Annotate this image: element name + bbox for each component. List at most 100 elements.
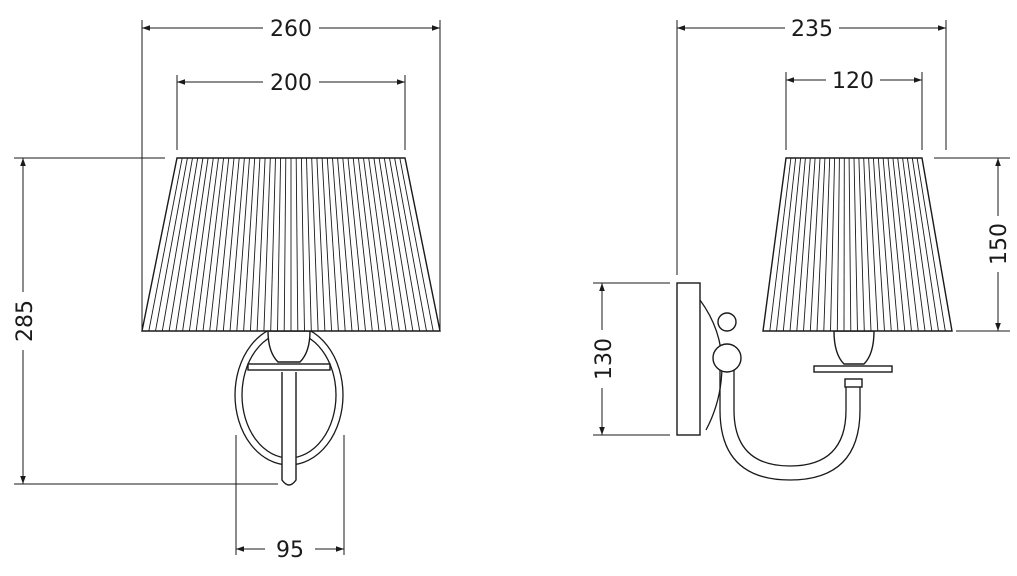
side-view: 235 120 150 130 [592,17,1012,481]
front-shade-pleat [243,157,256,332]
side-dim-depth: 235 [676,17,947,275]
front-shade-pleat [368,157,394,332]
side-shade-pleat [897,157,919,332]
side-shade-pleat [882,157,899,332]
side-shade-pleat [809,157,821,332]
side-dim-plate-height: 130 [592,282,670,436]
side-shade-pleat [868,157,879,332]
front-shade-pleat [342,157,360,332]
side-shade-pleat [916,157,946,332]
front-shade-pleat [236,157,250,332]
front-shade-pleat [399,157,434,332]
front-shade-pleat [155,157,188,332]
side-shade-pleat [892,157,912,332]
front-dim-height-label: 285 [13,300,38,342]
side-arm-collar [844,378,863,388]
front-shade-pleat [161,157,193,332]
side-shade-pleat [902,157,926,332]
front-shade-pleat [300,157,305,332]
side-dim-shade-top-label: 120 [832,69,874,94]
front-shade-pleat [363,157,387,332]
side-shade-pleat [877,157,892,332]
side-shade-pleat [816,157,826,332]
side-shade-pleat [848,157,852,332]
front-dim-total-width: 260 [141,17,441,331]
front-dim-shade-top: 200 [176,71,406,150]
side-shade-pleat [906,157,933,332]
front-shade-pleat [316,157,326,332]
front-shade-pleat [216,157,235,332]
side-shade-pleat [911,157,939,332]
side-dim-depth-label: 235 [791,17,833,42]
side-knob-lower [712,343,742,373]
front-dim-total-width-label: 260 [270,17,312,42]
front-shade-pleat [394,157,427,332]
front-shade-pleat [168,157,199,332]
front-shade-pleat [256,157,266,332]
side-shade-pleat [887,157,906,332]
front-shade-pleat [326,157,339,332]
side-dim-plate-height-label: 130 [592,338,617,380]
side-shade-pleat [803,157,816,332]
front-shade-pleat [306,157,312,332]
side-dim-shade-height-label: 150 [987,223,1012,265]
front-dim-base: 95 [235,435,345,563]
front-stem [281,372,297,486]
side-shade-pleat [796,157,811,332]
front-shade-pleat [188,157,214,332]
front-shade-pleat [357,157,380,332]
front-dim-base-label: 95 [276,538,304,563]
side-dim-shade-height: 150 [934,157,1012,332]
front-shade-pleat [378,157,407,332]
front-shade-pleat [347,157,366,332]
front-shade-pleat [311,157,319,332]
side-shade-pleat [836,157,840,332]
front-lampshade [141,157,441,332]
front-shade-pleat [283,157,287,332]
front-shade-pleat [182,157,209,332]
front-shade-pleat [222,157,240,332]
side-shade-pleat [776,157,797,332]
front-shade-pleat [352,157,373,332]
side-shade-pleat [789,157,806,332]
side-lampshade [762,157,953,332]
side-shade-pleat [830,157,836,332]
side-arm [719,360,861,481]
front-shade-pleat [337,157,353,332]
front-shade-pleat [389,157,421,332]
front-shade-pleat [295,157,299,332]
front-shade-pleat [195,157,219,332]
side-knob-upper [717,312,737,332]
front-bobeche [247,363,331,371]
front-dim-shade-top-label: 200 [270,71,312,96]
front-shade-pleat [148,157,183,332]
front-shade-pleat [332,157,346,332]
side-shade-pleat [853,157,858,332]
front-shade-pleat [249,157,261,332]
side-bobeche [813,365,893,373]
side-bracket [699,299,742,431]
front-shade-pleat [277,157,282,332]
side-wall-plate [676,282,701,436]
front-shade-pleat [321,157,333,332]
side-shade-pleat [858,157,865,332]
front-shade-pleat [175,157,204,332]
front-shade-pleat [209,157,230,332]
front-dim-height: 285 [13,157,278,485]
front-candle-cup [267,330,311,363]
side-shade-pleat [782,157,802,332]
front-view: 260 200 285 95 [13,17,441,563]
front-shade-pleat [229,157,245,332]
front-shade-pleat [263,157,271,332]
side-candle-cup [833,330,875,365]
side-shade-pleat [872,157,885,332]
side-shade-pleat [863,157,872,332]
side-shade-pleat [769,157,792,332]
front-shade-pleat [270,157,276,332]
side-shade-pleat [823,157,831,332]
front-shade-pleat [373,157,400,332]
side-dim-shade-top: 120 [785,69,923,150]
front-shade-pleat [202,157,225,332]
front-shade-pleat [383,157,414,332]
